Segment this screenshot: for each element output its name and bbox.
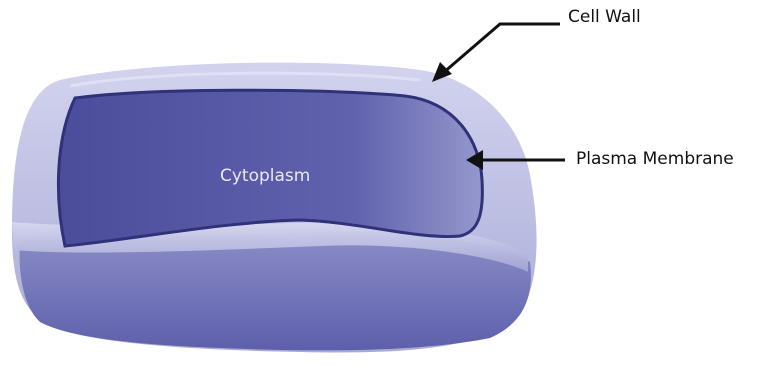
cytoplasm-label: Cytoplasm [220, 166, 310, 186]
cell-wall-label: Cell Wall [568, 7, 641, 27]
cell-wall-pointer-line [443, 24, 560, 73]
plasma-membrane-label: Plasma Membrane [576, 149, 734, 169]
